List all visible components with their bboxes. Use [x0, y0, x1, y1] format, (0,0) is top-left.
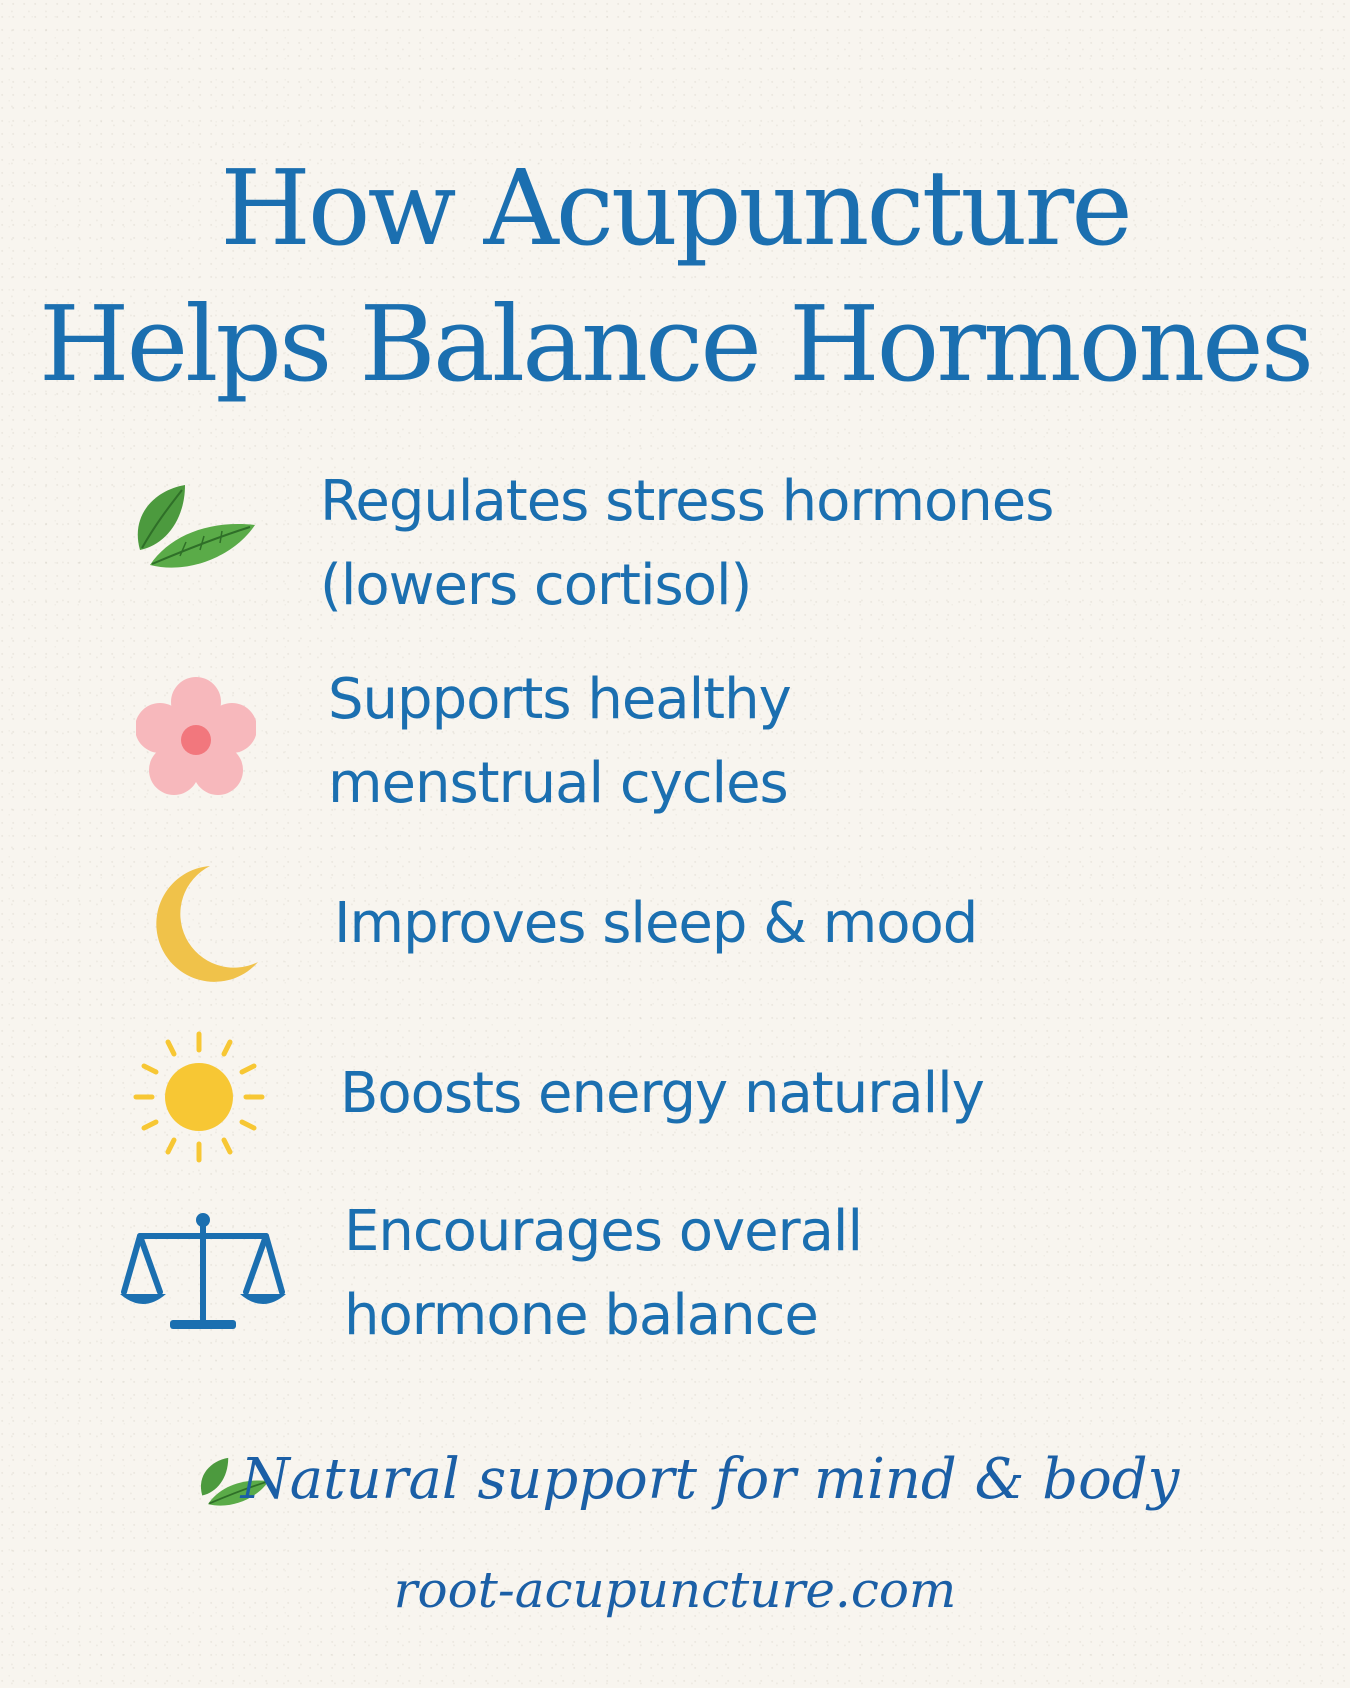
page-title: How Acupuncture Helps Balance Hormones	[0, 140, 1350, 412]
title-line-1: How Acupuncture	[220, 147, 1133, 269]
website-link[interactable]: root-acupuncture.com	[393, 1561, 957, 1619]
moon-icon	[156, 866, 258, 982]
benefit-line-2: (lowers cortisol)	[320, 553, 752, 618]
benefit-line-1: Supports healthy	[328, 667, 792, 732]
benefit-line-1: Encourages overall	[344, 1199, 863, 1264]
benefit-line-1: Regulates stress hormones	[320, 469, 1054, 534]
benefit-item-energy: Boosts energy naturally	[0, 1030, 1350, 1200]
benefit-text: Encourages overall hormone balance	[344, 1190, 863, 1358]
sun-icon	[133, 1031, 265, 1163]
benefit-line-1: Improves sleep & mood	[334, 891, 978, 956]
benefit-item-sleep: Improves sleep & mood	[0, 862, 1350, 1032]
benefit-item-stress: Regulates stress hormones (lowers cortis…	[0, 460, 1350, 630]
benefit-text: Supports healthy menstrual cycles	[328, 658, 792, 826]
flower-icon	[136, 677, 256, 795]
scale-icon	[120, 1213, 286, 1329]
benefit-text: Boosts energy naturally	[340, 1052, 985, 1136]
benefit-line-2: menstrual cycles	[328, 751, 789, 816]
benefit-text: Improves sleep & mood	[334, 882, 978, 966]
benefit-line-2: hormone balance	[344, 1283, 819, 1348]
benefit-line-1: Boosts energy naturally	[340, 1061, 985, 1126]
title-line-2: Helps Balance Hormones	[38, 283, 1314, 405]
benefit-text: Regulates stress hormones (lowers cortis…	[320, 460, 1054, 628]
tagline: Natural support for mind & body	[240, 1447, 1180, 1512]
small-leaves-icon	[200, 1457, 269, 1506]
benefit-item-menstrual: Supports healthy menstrual cycles	[0, 658, 1350, 828]
leaves-icon	[137, 485, 255, 568]
benefit-item-balance: Encourages overall hormone balance	[0, 1190, 1350, 1360]
